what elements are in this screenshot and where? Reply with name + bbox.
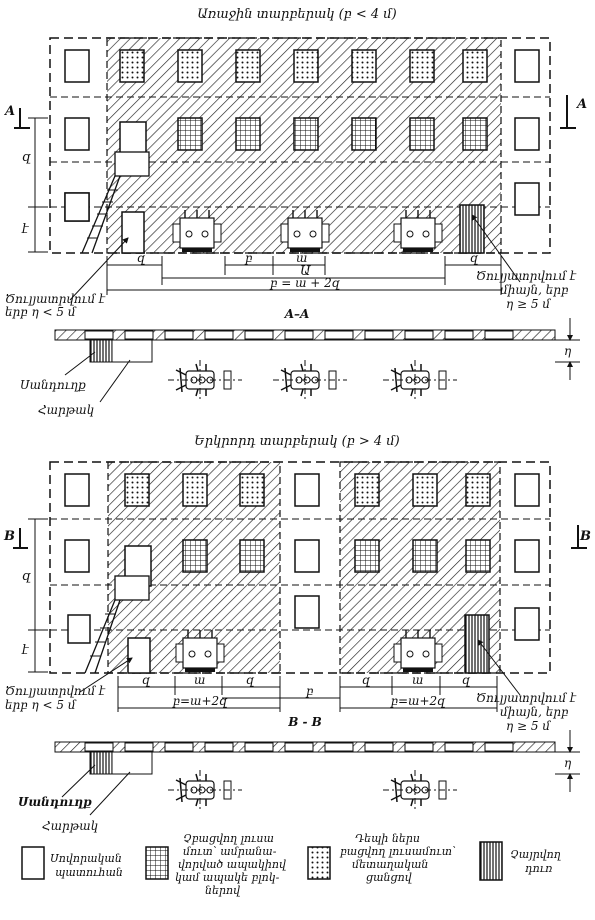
section-a-plan xyxy=(54,318,580,380)
variant1-vertical-dims xyxy=(28,117,48,253)
dim-q-right: զ xyxy=(470,251,479,265)
legend-glassblock-l1: Դեպի ներս xyxy=(355,832,420,845)
label-stairs-a: Սանդուղք xyxy=(20,378,86,392)
dim-q-vertical: զ xyxy=(22,150,31,165)
dim-q2: զ xyxy=(246,673,255,687)
note-left-line1: Ծուլյատրվում է xyxy=(5,292,106,306)
reinforced-window-row xyxy=(177,117,488,151)
fireproof-door xyxy=(459,204,485,254)
section-mark-right-a: A xyxy=(560,95,587,129)
transformer-plan xyxy=(382,359,458,403)
variant2-facade xyxy=(49,461,551,674)
dim-q1: զ xyxy=(142,673,151,687)
variant2-title: Երկրորդ տարբերակ (բ > 4 մ) xyxy=(194,434,399,449)
legend-door-swatch xyxy=(479,841,503,881)
ordinary-window xyxy=(514,49,540,83)
label-platform-b: Հարթակ xyxy=(42,819,98,833)
section-b-plan xyxy=(54,730,580,792)
svg-text:B: B xyxy=(3,529,15,544)
ordinary-window xyxy=(64,49,90,83)
section-mark-left-b: B xyxy=(3,528,28,549)
dim-q4: զ xyxy=(462,673,471,687)
section-b-height: η xyxy=(564,756,572,770)
variant1-facade xyxy=(49,37,551,254)
note-right-line3: η ≥ 5 մ xyxy=(506,297,551,311)
dim-p: բ xyxy=(244,251,253,265)
transformer-plan xyxy=(272,359,348,403)
variant1-horizontal-dims xyxy=(106,256,502,295)
note-right-2-line1: Ծուլյատրվում է xyxy=(476,691,577,705)
external-stairs xyxy=(81,151,150,254)
label-platform-a: Հարթակ xyxy=(38,403,94,417)
dim-p2: բ xyxy=(305,684,314,698)
dim-total: բ = ա + 2զ xyxy=(269,276,341,290)
note-left-line2: երբ η < 5 մ xyxy=(5,305,77,319)
external-stairs xyxy=(84,575,150,674)
reinforced-window-row xyxy=(182,539,491,573)
dim-t-vertical: է xyxy=(21,222,29,237)
ordinary-window xyxy=(514,182,540,216)
legend-reinforced-swatch xyxy=(145,846,169,880)
section-b-title: B - B xyxy=(287,715,322,729)
note-right-2-line2: միայն, երբ xyxy=(500,705,569,719)
legend-door-l2: դուռ xyxy=(525,862,552,875)
variant2-horizontal-dims xyxy=(117,676,498,712)
dim-t-vertical-2: է xyxy=(21,643,29,658)
dim-w2: ա xyxy=(412,673,423,687)
variant1-title: Առաջին տարբերակ (բ < 4 մ) xyxy=(197,7,396,22)
note-left-2-line2: երբ η < 5 մ xyxy=(5,698,77,712)
ordinary-window xyxy=(64,117,90,151)
legend-ordinary-l1: Սովորական xyxy=(50,852,122,865)
dim-w: ա xyxy=(296,251,307,265)
dim-w1: ա xyxy=(194,673,205,687)
ground-door xyxy=(121,211,145,254)
legend-glassblock-swatch xyxy=(307,846,331,880)
transformer-plan xyxy=(382,769,458,813)
dim-q-vertical-2: զ xyxy=(22,569,31,584)
svg-text:A: A xyxy=(3,104,15,119)
dim-u: Ա xyxy=(300,264,311,279)
legend: Սովորական պատուհան Չբացվող լուսա մուտ՝ ա… xyxy=(21,832,561,897)
svg-text:A: A xyxy=(575,97,587,112)
legend-reinforced-l2: մուտ՝ ամրանա- xyxy=(183,845,277,858)
mesh-window-row xyxy=(119,49,488,83)
legend-ordinary-swatch xyxy=(21,846,45,880)
legend-glassblock-l3: մետաղական xyxy=(352,858,428,871)
section-a-height: η xyxy=(564,344,572,358)
legend-glassblock-l4: ցանցով xyxy=(366,871,412,884)
label-stairs-b: Սանդուղք xyxy=(18,795,92,809)
legend-glassblock-l2: բացվող լուսամուտ՝ xyxy=(339,845,456,858)
legend-reinforced-l5: ներով xyxy=(205,884,240,897)
section-mark-right-b: B xyxy=(571,525,591,549)
transformer-plan xyxy=(167,359,243,403)
dim-total-left: բ=ա+2զ xyxy=(172,694,229,708)
mesh-window-row xyxy=(124,473,491,507)
section-a-title: A–A xyxy=(284,307,310,321)
note-right-2-line3: η ≥ 5 մ xyxy=(506,719,551,733)
legend-reinforced-l1: Չբացվող լուսա xyxy=(183,832,274,845)
legend-ordinary-l2: պատուհան xyxy=(55,866,123,879)
dim-q-left: զ xyxy=(137,251,146,265)
dim-total-right: բ=ա+2զ xyxy=(390,694,447,708)
note-right-line2: միայն, երբ xyxy=(500,283,569,297)
svg-text:B: B xyxy=(579,529,591,544)
note-right-line1: Ծուլյատրվում է xyxy=(476,269,577,283)
legend-reinforced-l4: կամ ապակե բլոկ- xyxy=(175,871,280,884)
note-left-2-line1: Ծուլյատրվում է xyxy=(5,684,106,698)
legend-door-l1: Չայրվող xyxy=(510,848,561,861)
section-mark-left-a: A xyxy=(3,104,30,129)
transformer-plan xyxy=(167,769,243,813)
legend-reinforced-l3: վորված ապակիով xyxy=(178,858,286,871)
dim-q3: զ xyxy=(362,673,371,687)
variant2-vertical-dims xyxy=(28,518,48,673)
ordinary-window xyxy=(514,117,540,151)
